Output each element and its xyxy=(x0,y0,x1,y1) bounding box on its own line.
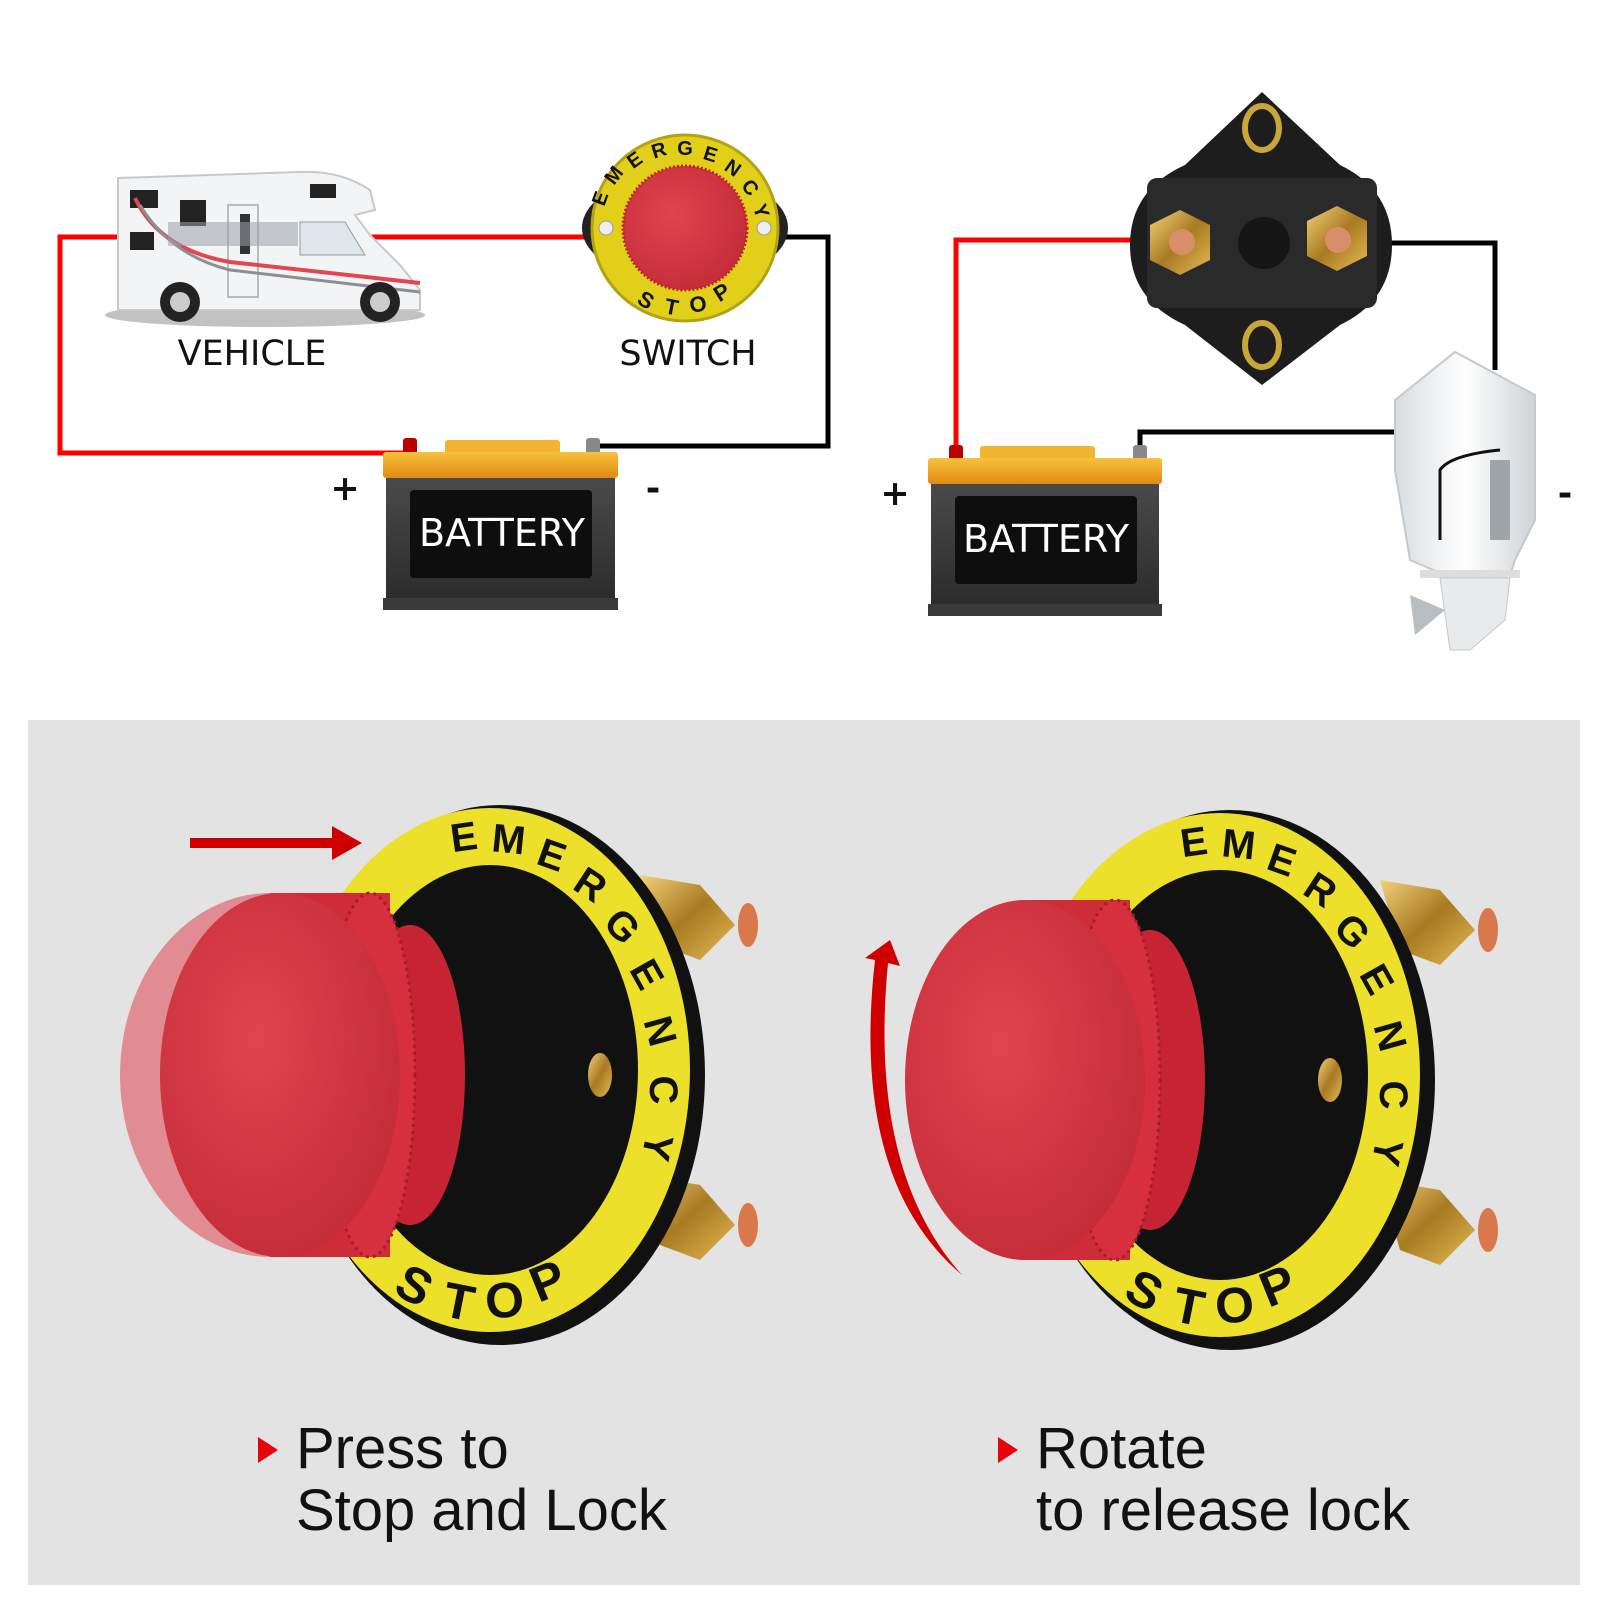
negative-wire xyxy=(592,234,831,449)
bullet-triangle-icon xyxy=(998,1437,1018,1463)
outboard-motor-illustration xyxy=(1394,350,1536,651)
left-wiring xyxy=(57,234,831,456)
positive-wire xyxy=(953,237,1180,450)
rotate-caption-line1: Rotate xyxy=(1036,1416,1207,1481)
rotate-arrow-icon xyxy=(865,940,962,1275)
negative-sign: - xyxy=(646,469,661,509)
emergency-switch-released: EMERGENCY STOP xyxy=(905,810,1498,1350)
emergency-switch-top-view: EMERGENCY STOP xyxy=(582,133,788,323)
battery-label: BATTERY xyxy=(419,511,586,555)
press-caption: Press to Stop and Lock xyxy=(296,1418,667,1542)
press-caption-line1: Press to xyxy=(296,1416,509,1481)
motorhome-illustration xyxy=(105,170,425,327)
vehicle-label: VEHICLE xyxy=(178,334,327,374)
press-caption-line2: Stop and Lock xyxy=(296,1478,667,1543)
rotate-caption-line2: to release lock xyxy=(1036,1478,1410,1543)
rotate-caption: Rotate to release lock xyxy=(1036,1418,1410,1542)
switch-back-view xyxy=(1130,92,1392,385)
positive-wire xyxy=(57,234,410,456)
switch-label: SWITCH xyxy=(619,334,756,374)
battery-right: BATTERY xyxy=(928,445,1162,616)
push-arrow-icon xyxy=(190,826,362,860)
battery-left: BATTERY xyxy=(383,438,618,610)
negative-wire xyxy=(1137,429,1395,455)
negative-sign: - xyxy=(1558,474,1573,514)
battery-label: BATTERY xyxy=(963,517,1130,561)
emergency-switch-pressed: EMERGENCY STOP xyxy=(120,805,758,1345)
bullet-triangle-icon xyxy=(258,1437,278,1463)
positive-sign: + xyxy=(330,469,359,509)
positive-sign: + xyxy=(880,474,909,514)
